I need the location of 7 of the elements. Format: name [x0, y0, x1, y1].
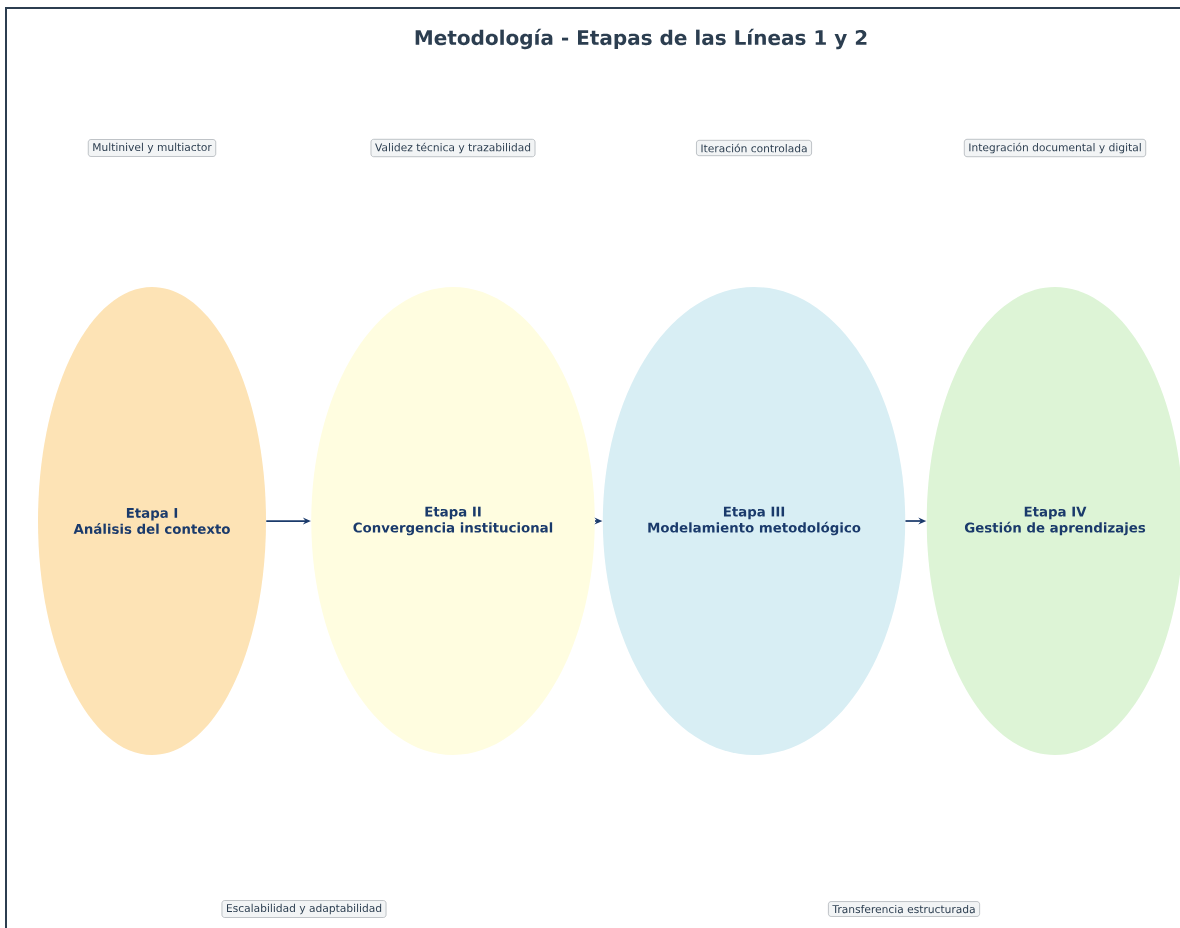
- tag-box: Validez técnica y trazabilidad: [370, 138, 536, 158]
- tag-box: Multinivel y multiactor: [87, 139, 217, 157]
- tag-box: Iteración controlada: [696, 139, 812, 157]
- tag-box: Transferencia estructurada: [828, 901, 981, 917]
- title: Metodología - Etapas de las Líneas 1 y 2: [415, 28, 867, 50]
- tag-box: Escalabilidad y adaptabilidad: [221, 900, 387, 918]
- tag-box: Integración documental y digital: [963, 138, 1147, 158]
